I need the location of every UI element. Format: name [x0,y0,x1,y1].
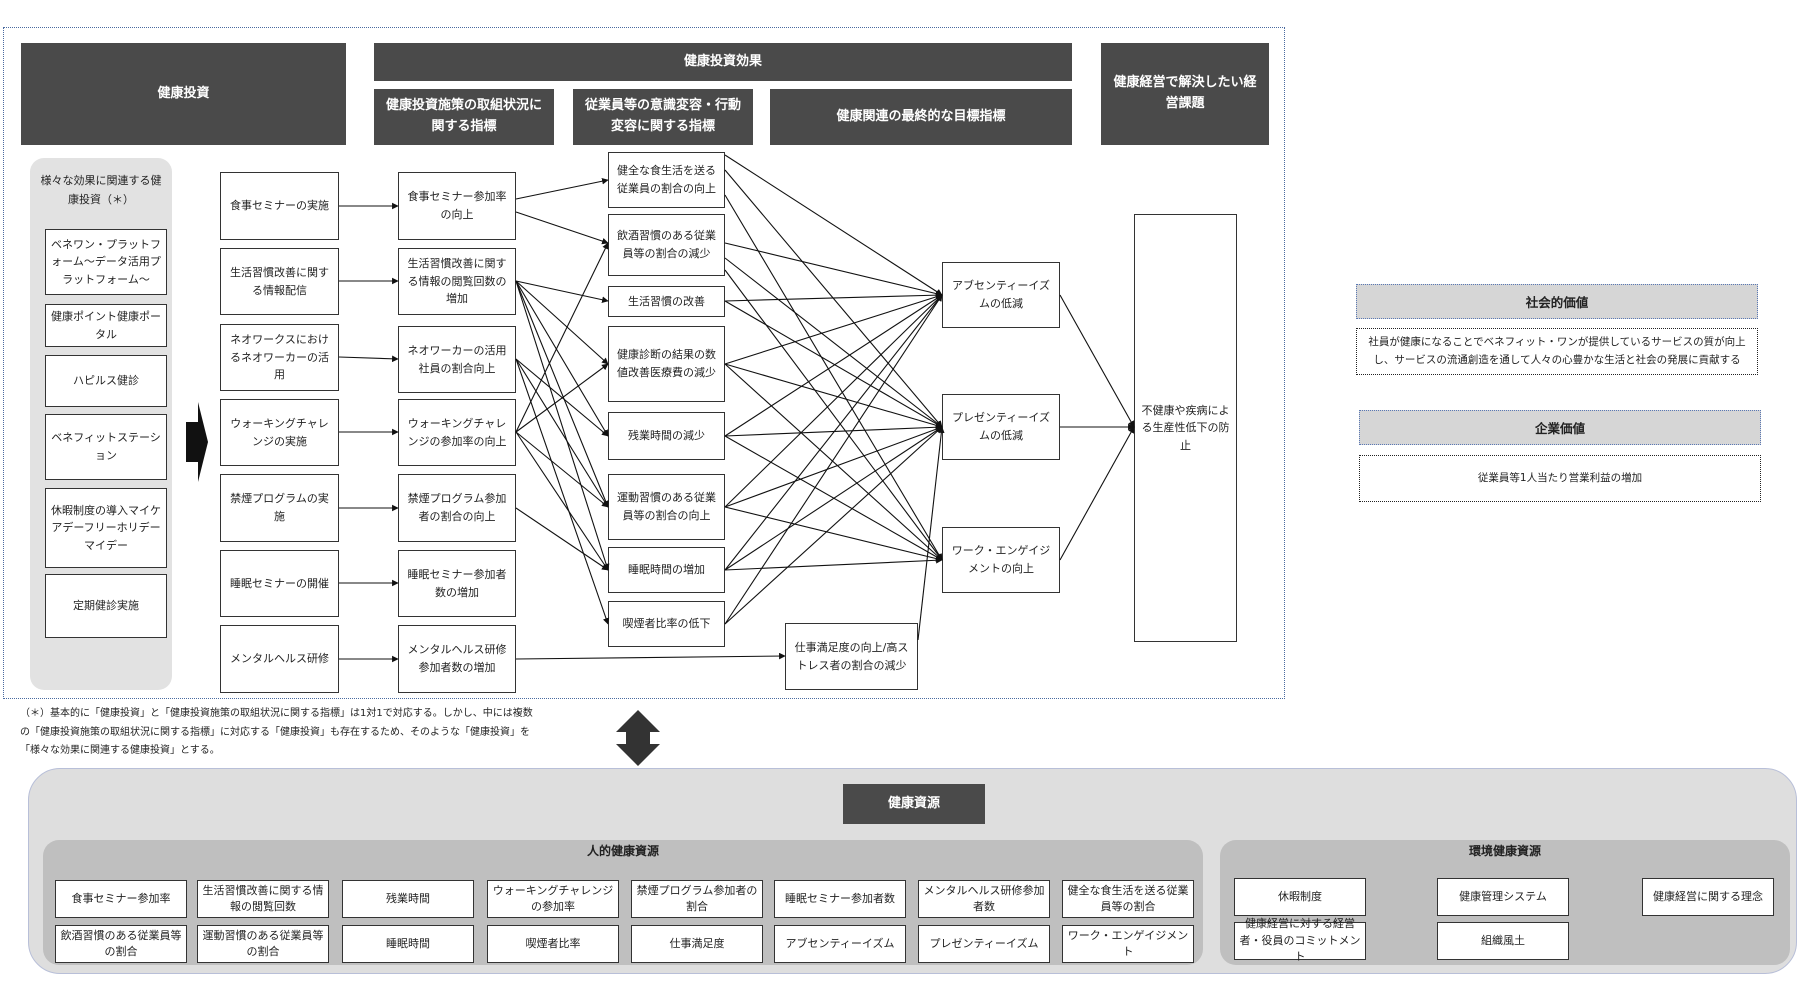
human-resource-row2-item: 喫煙者比率 [487,925,619,963]
env-item-philosophy: 健康経営に関する理念 [1642,878,1774,916]
health-resources-title: 健康資源 [843,784,985,824]
final-absenteeism: アブセンティーイズムの低減 [942,262,1060,328]
investment-walking-challenge: ウォーキングチャレンジの実施 [220,399,339,466]
header-effect: 健康投資効果 [374,43,1072,81]
measure-no-smoking-rate: 禁煙プログラム参加者の割合の向上 [398,474,516,542]
human-resource-row2-item: 運動習慣のある従業員等の割合 [197,925,329,963]
behavior-exercise: 運動習慣のある従業員等の割合の向上 [608,474,725,540]
measure-walking-rate: ウォーキングチャレンジの参加率の向上 [398,399,516,466]
investment-neoworker: ネオワークスにおけるネオワーカーの活用 [220,324,339,391]
social-value-title: 社会的価値 [1356,284,1758,319]
bidirectional-arrow-icon [616,710,660,766]
header-final-indicator: 健康関連の最終的な目標指標 [770,89,1072,145]
env-item-leave-system: 休暇制度 [1234,878,1366,916]
investment-meal-seminar: 食事セミナーの実施 [220,172,339,240]
human-resource-row2-item: 飲酒習慣のある従業員等の割合 [55,925,187,963]
measure-sleep-seminar-count: 睡眠セミナー参加者数の増加 [398,550,516,617]
human-resource-row1-item: 禁煙プログラム参加者の割合 [631,880,763,918]
measure-neoworker-rate: ネオワーカーの活用社員の割合向上 [398,326,516,393]
environment-resources-title: 環境健康資源 [1468,844,1541,858]
human-resource-row2-item: アブセンティーイズム [774,925,906,963]
human-resource-row1-item: 睡眠セミナー参加者数 [774,880,906,918]
behavior-checkup-results: 健康診断の結果の数値改善医療費の減少 [608,326,725,402]
human-resource-row2-item: 仕事満足度 [631,925,763,963]
human-resource-row2-item: 睡眠時間 [342,925,474,963]
human-resource-row1-item: 健全な食生活を送る従業員等の割合 [1062,880,1194,918]
left-item-benefit-platform: ベネワン・プラットフォーム～データ活用プラットフォーム～ [45,229,167,295]
header-behavior-indicator: 従業員等の意識変容・行動変容に関する指標 [573,89,753,145]
header-management-issue: 健康経営で解決したい経営課題 [1101,43,1269,145]
measure-mental-health-count: メンタルヘルス研修参加者数の増加 [398,625,516,693]
env-item-organizational-culture: 組織風土 [1437,922,1569,960]
job-satisfaction-indicator: 仕事満足度の向上/高ストレス者の割合の減少 [785,623,918,690]
investment-lifestyle-info: 生活習慣改善に関する情報配信 [220,248,339,315]
final-presenteeism: プレゼンティーイズムの低減 [942,394,1060,460]
behavior-healthy-diet: 健全な食生活を送る従業員の割合の向上 [608,152,725,208]
left-item-health-point: 健康ポイント健康ポータル [45,304,167,347]
human-resource-row1-item: ウォーキングチャレンジの参加率 [487,880,619,918]
behavior-overtime: 残業時間の減少 [608,412,725,460]
behavior-drinking: 飲酒習慣のある従業員等の割合の減少 [608,214,725,276]
human-resource-row2-item: プレゼンティーイズム [918,925,1050,963]
human-resource-row1-item: メンタルヘルス研修参加者数 [918,880,1050,918]
measure-info-views: 生活習慣改善に関する情報の閲覧回数の増加 [398,248,516,315]
header-investment: 健康投資 [21,43,346,145]
human-resource-row1-item: 生活習慣改善に関する情報の閲覧回数 [197,880,329,918]
strategy-map-frame [3,27,1285,699]
investment-sleep-seminar: 睡眠セミナーの開催 [220,550,339,617]
investment-no-smoking: 禁煙プログラムの実施 [220,474,339,542]
header-measure-indicator: 健康投資施策の取組状況に関する指標 [374,89,554,145]
left-item-benefit-station: ベネフィットステーション [45,414,167,480]
behavior-lifestyle: 生活習慣の改善 [608,286,725,317]
left-item-leave-system: 休暇制度の導入マイケアデーフリーホリデーマイデー [45,488,167,568]
corporate-value-description: 従業員等1人当たり営業利益の増加 [1359,455,1761,502]
final-engagement: ワーク・エンゲイジメントの向上 [942,527,1060,593]
left-item-hapilus-checkup: ハピルス健診 [45,355,167,407]
measure-meal-seminar-rate: 食事セミナー参加率の向上 [398,172,516,240]
corporate-value-title: 企業価値 [1359,410,1761,445]
human-resource-row2-item: ワーク・エンゲイジメント [1062,925,1194,963]
behavior-smoker-ratio: 喫煙者比率の低下 [608,601,725,647]
footnote: （＊）基本的に「健康投資」と「健康投資施策の取組状況に関する指標」は1対1で対応… [20,708,533,756]
human-resources-title: 人的健康資源 [586,844,659,858]
social-value-description: 社員が健康になることでベネフィット・ワンが提供しているサービスの質が向上し、サー… [1356,328,1758,375]
left-item-regular-checkup: 定期健診実施 [45,574,167,638]
flow-arrow-icon [186,402,208,482]
multi-effect-investment-title: 様々な効果に関連する健康投資（＊） [40,174,162,206]
investment-mental-health: メンタルヘルス研修 [220,625,339,693]
behavior-sleep-time: 睡眠時間の増加 [608,547,725,593]
management-issue-productivity: 不健康や疾病による生産性低下の防止 [1134,214,1237,642]
human-resource-row1-item: 残業時間 [342,880,474,918]
env-item-executive-commitment: 健康経営に対する経営者・役員のコミットメント [1234,917,1366,963]
env-item-health-management-system: 健康管理システム [1437,878,1569,916]
human-resource-row1-item: 食事セミナー参加率 [55,880,187,918]
